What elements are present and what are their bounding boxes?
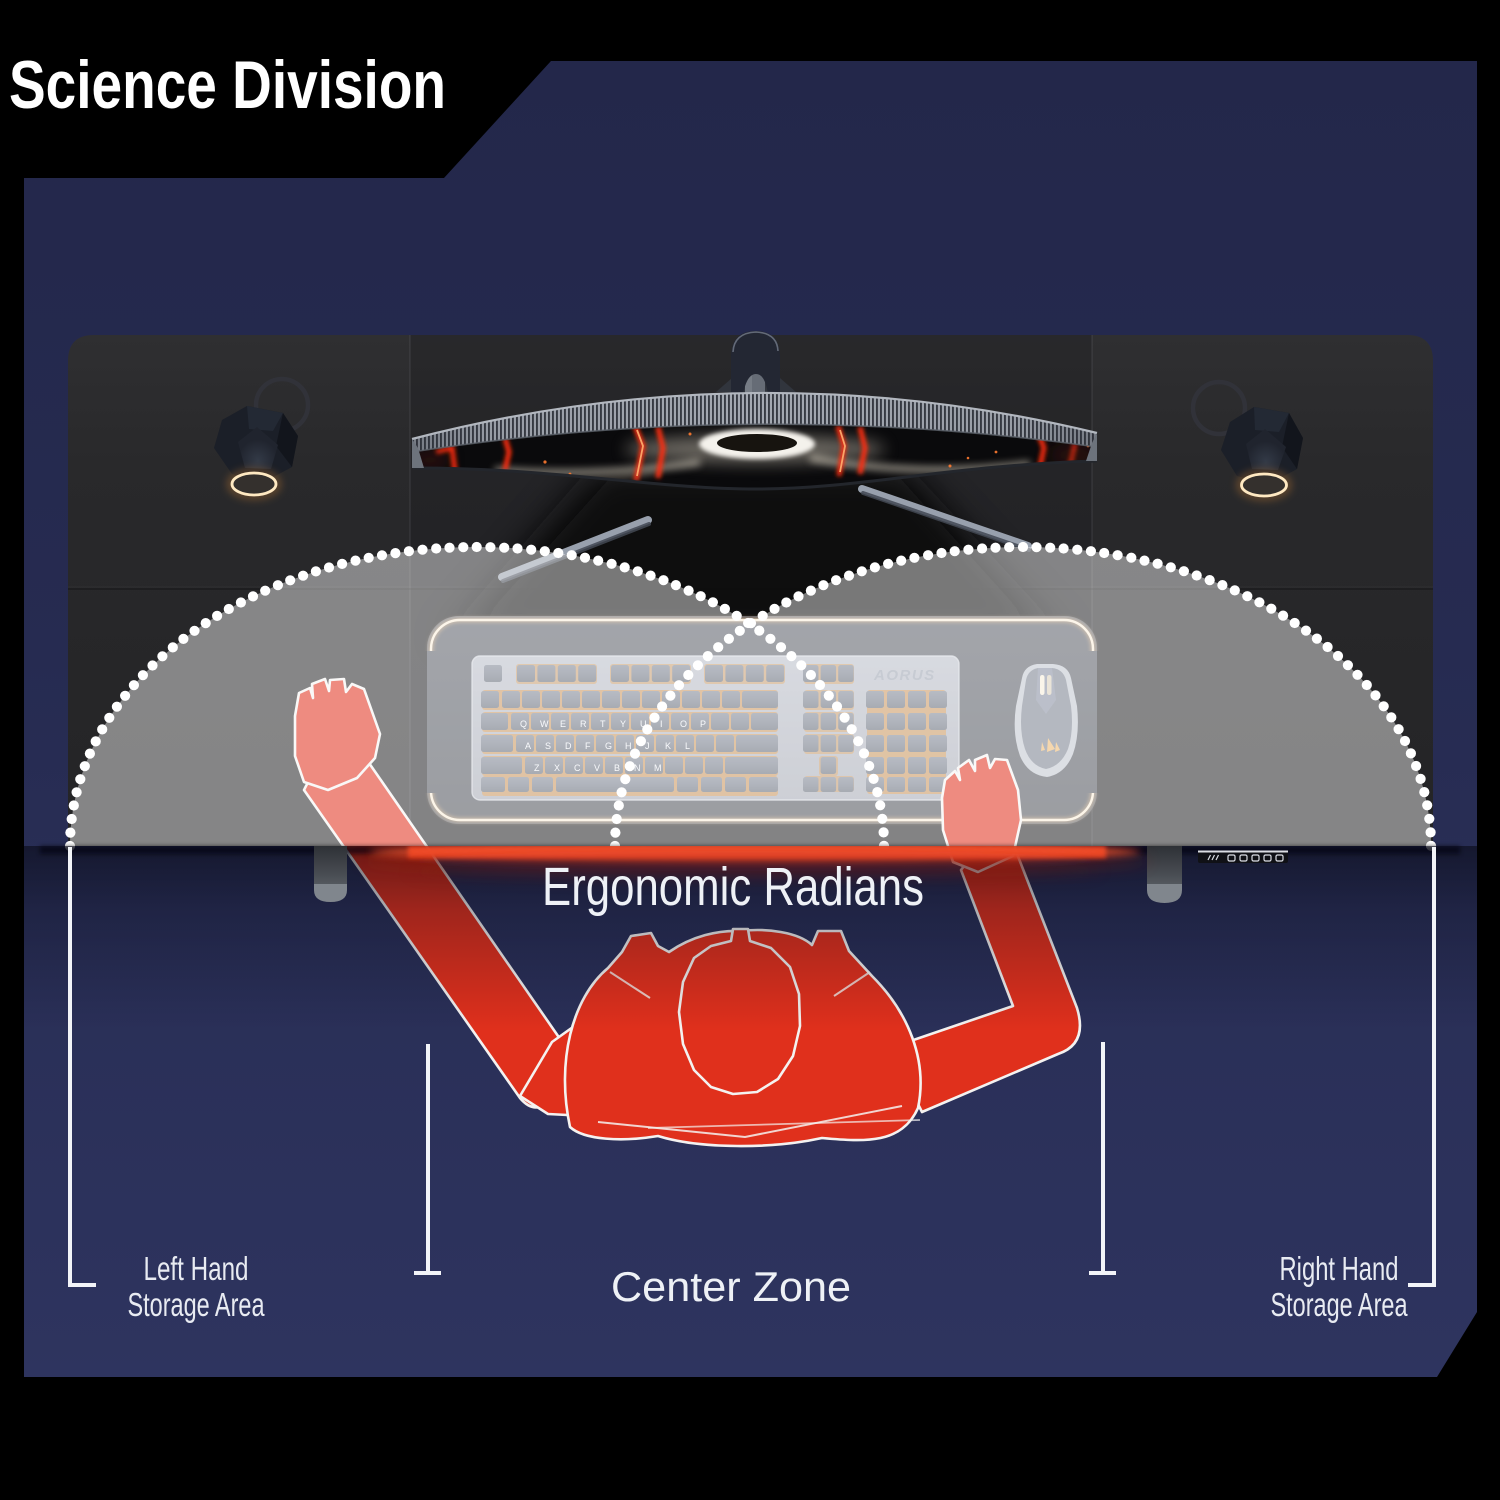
- svg-text:Z: Z: [534, 763, 540, 773]
- svg-text:I: I: [660, 719, 663, 729]
- svg-text:Left Hand: Left Hand: [144, 1250, 249, 1287]
- svg-text:J: J: [645, 741, 650, 751]
- svg-text:V: V: [594, 763, 600, 773]
- svg-text:N: N: [634, 763, 641, 773]
- svg-text:Right Hand: Right Hand: [1280, 1250, 1399, 1287]
- svg-text:O: O: [680, 719, 687, 729]
- svg-text:M: M: [654, 763, 662, 773]
- svg-text:H: H: [625, 741, 632, 751]
- svg-text:Storage Area: Storage Area: [1271, 1286, 1408, 1323]
- svg-text:Q: Q: [520, 719, 527, 729]
- svg-text:AORUS: AORUS: [873, 667, 936, 684]
- svg-text:F: F: [585, 741, 591, 751]
- svg-text:Y: Y: [620, 719, 626, 729]
- svg-text:B: B: [614, 763, 620, 773]
- svg-text:E: E: [560, 719, 566, 729]
- svg-text:Center Zone: Center Zone: [611, 1263, 851, 1310]
- svg-text:U: U: [640, 719, 647, 729]
- svg-text:W: W: [540, 719, 549, 729]
- svg-text:P: P: [700, 719, 706, 729]
- svg-text:T: T: [600, 719, 606, 729]
- svg-text:Science Division: Science Division: [9, 47, 446, 123]
- svg-text:K: K: [665, 741, 671, 751]
- svg-text:D: D: [565, 741, 572, 751]
- svg-text:C: C: [574, 763, 581, 773]
- svg-text:L: L: [685, 741, 690, 751]
- svg-text:Storage Area: Storage Area: [128, 1286, 265, 1323]
- svg-text:G: G: [605, 741, 612, 751]
- svg-text:Ergonomic Radians: Ergonomic Radians: [542, 857, 924, 917]
- svg-text:X: X: [554, 763, 560, 773]
- svg-text:R: R: [580, 719, 587, 729]
- svg-text:A: A: [525, 741, 531, 751]
- svg-text:S: S: [545, 741, 551, 751]
